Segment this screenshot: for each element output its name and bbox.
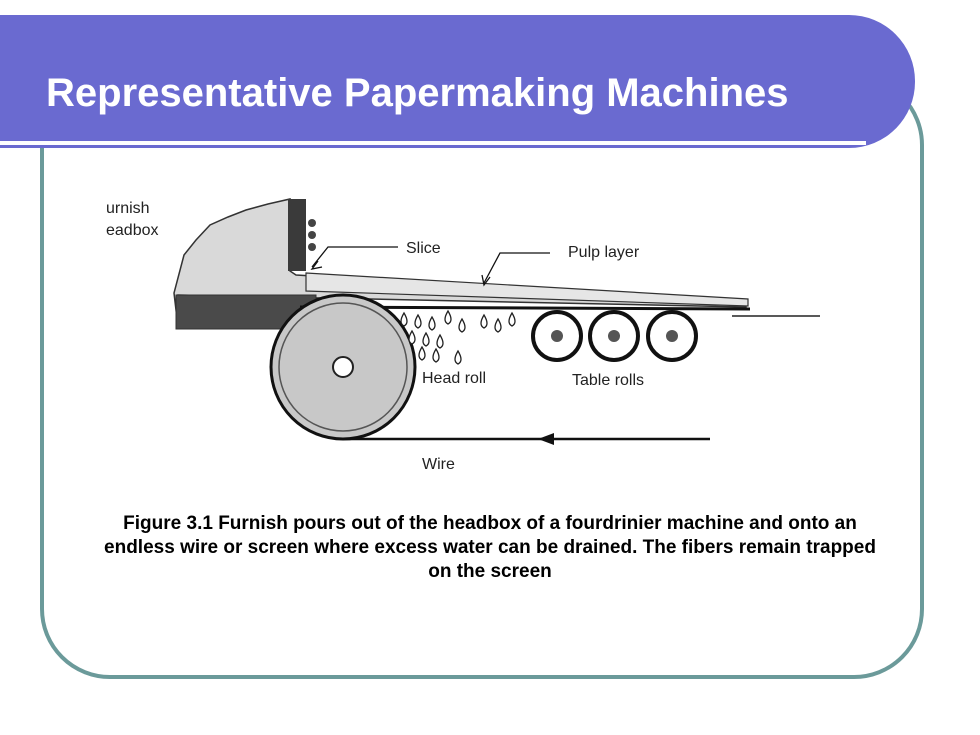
- wire-arrow-icon: [538, 433, 554, 445]
- title-bar: Representative Papermaking Machines: [0, 15, 915, 148]
- label-pulp-layer: Pulp layer: [568, 244, 640, 261]
- label-head-roll: Head roll: [422, 370, 486, 387]
- fourdrinier-diagram: urnish eadbox Slice Pulp layer Head roll…: [100, 195, 822, 485]
- slide-title: Representative Papermaking Machines: [46, 71, 789, 115]
- label-slice: Slice: [406, 240, 441, 257]
- label-table-rolls: Table rolls: [572, 372, 644, 389]
- content-frame: [40, 75, 924, 679]
- water-drops-icon: [400, 309, 516, 365]
- label-wire: Wire: [422, 456, 455, 473]
- pulp-layer: [305, 272, 749, 307]
- slice-plate: [288, 199, 306, 271]
- label-headbox: eadbox: [106, 222, 159, 239]
- label-furnish: urnish: [106, 200, 150, 217]
- title-underline: [0, 141, 866, 145]
- figure-caption: Figure 3.1 Furnish pours out of the head…: [104, 513, 876, 582]
- table-rolls-icon: [531, 310, 698, 362]
